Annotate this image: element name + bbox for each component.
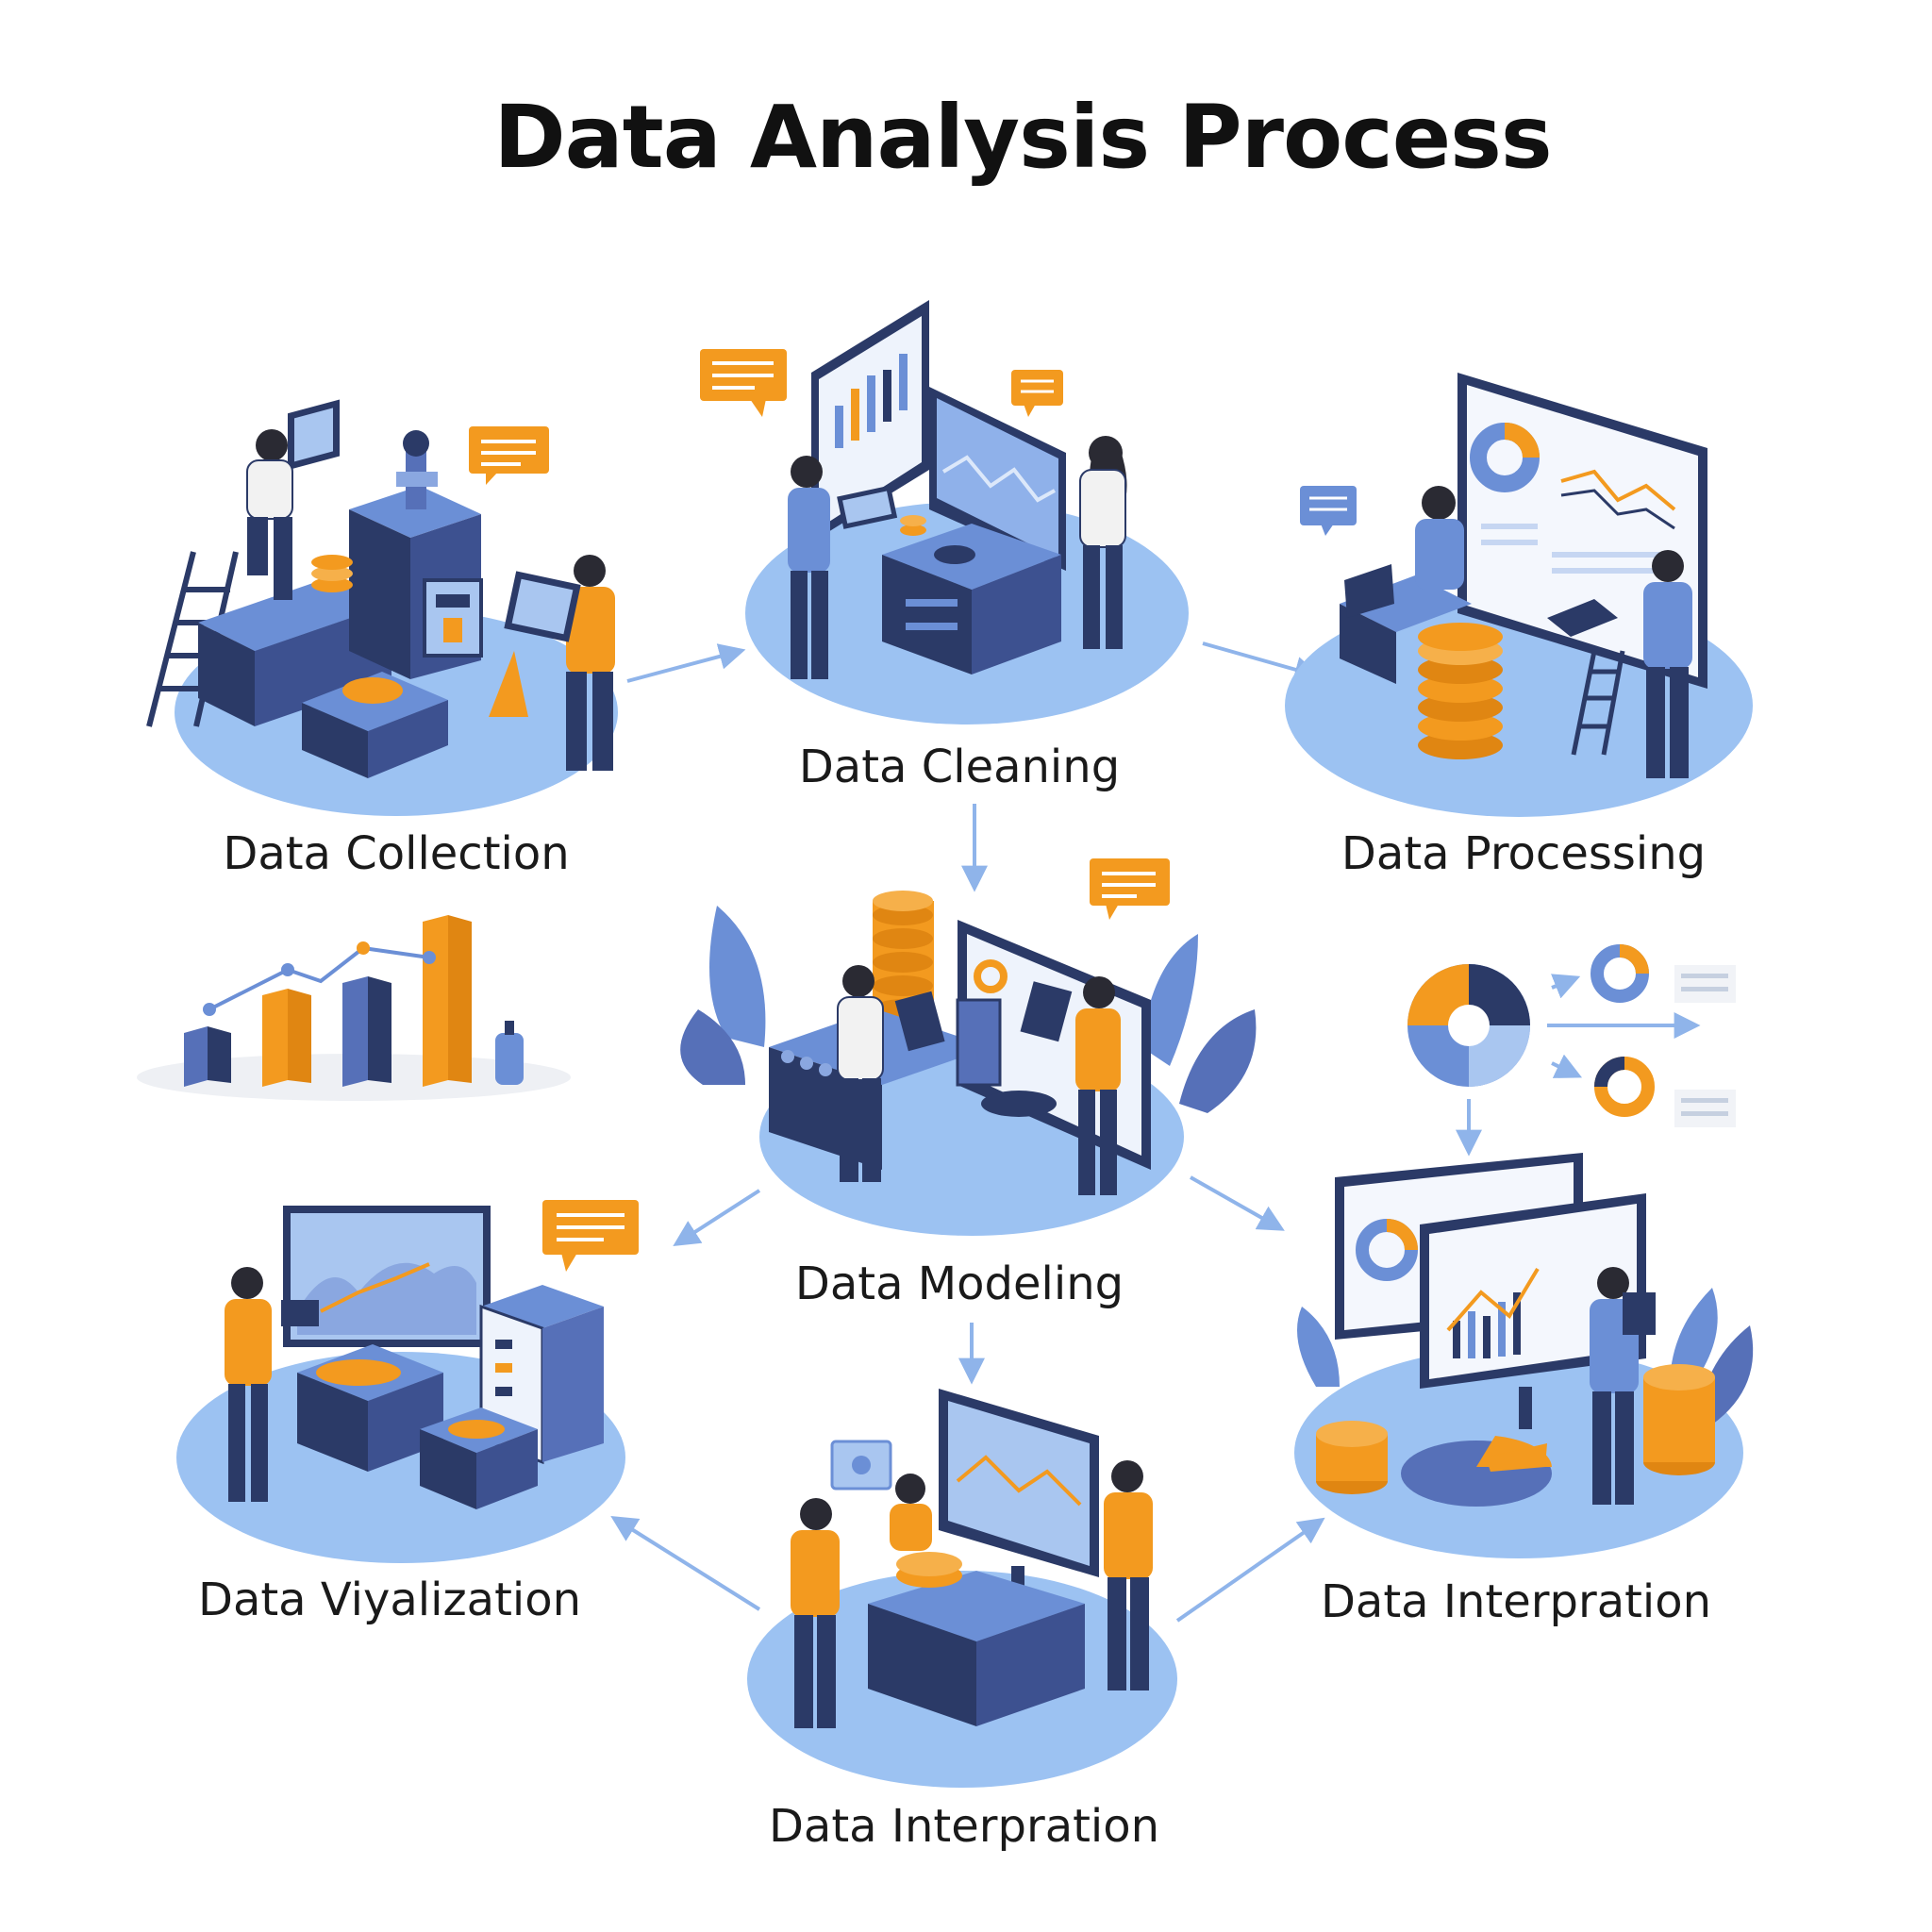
stage-interpretation-right-scene xyxy=(1294,1153,1754,1558)
person-processing-right xyxy=(1643,550,1692,778)
speech-bubble-icon xyxy=(830,1440,892,1491)
arrow-modeling-to-interpretation-right xyxy=(1190,1175,1285,1231)
coin-stack-icon xyxy=(1643,1364,1715,1475)
person-processing-left xyxy=(1415,486,1464,590)
person-cleaning-right xyxy=(1079,436,1127,649)
arrow-bottom-to-visualization xyxy=(610,1516,761,1611)
person-interpretation-side xyxy=(1590,1267,1656,1505)
person-modeling-left xyxy=(837,965,945,1182)
stage-label-interpretation-bottom: Data Interpration xyxy=(768,1800,1160,1853)
person-interpretation-right xyxy=(1104,1460,1153,1690)
person-cleaning-left xyxy=(788,456,898,679)
monitor-icon xyxy=(283,1206,491,1347)
monitor-icon xyxy=(811,300,929,542)
person-interpretation-middle xyxy=(890,1474,932,1551)
stage-visualization-scene xyxy=(176,1200,639,1563)
arrow-donut-downright xyxy=(1551,1054,1583,1078)
person-modeling-right xyxy=(1020,976,1121,1195)
speech-bubble-icon xyxy=(700,349,787,417)
page-title: Data Analysis Process xyxy=(493,87,1552,188)
bar-line-chart-icon xyxy=(137,915,571,1101)
stage-label-collection: Data Collection xyxy=(223,827,570,880)
speech-bubble-icon xyxy=(542,1200,639,1272)
stage-label-visualization: Data Viyalization xyxy=(197,1574,582,1626)
coin-stack-icon xyxy=(1418,623,1503,759)
stage-label-modeling: Data Modeling xyxy=(794,1257,1124,1310)
donut-chart-icon xyxy=(1407,944,1736,1127)
person-collection-tablet xyxy=(504,555,615,771)
arrow-collection-to-cleaning xyxy=(626,643,746,683)
leaf-icon xyxy=(680,906,1257,1113)
monitor-icon xyxy=(939,1389,1099,1613)
arrow-modeling-to-visualization xyxy=(673,1189,761,1247)
coin-stack-icon xyxy=(311,555,353,592)
speech-bubble-icon xyxy=(1090,858,1170,920)
pie-chart-icon xyxy=(1401,1436,1552,1507)
stage-label-interpretation-right: Data Interpration xyxy=(1320,1575,1712,1628)
speech-bubble-icon xyxy=(469,426,549,485)
flow-arrows xyxy=(610,641,1701,1623)
stage-modeling-scene xyxy=(680,858,1257,1236)
person-interpretation-left xyxy=(791,1498,840,1728)
stage-interpretation-bottom-scene xyxy=(747,1389,1177,1788)
stage-cleaning-scene xyxy=(700,300,1189,724)
stage-label-processing: Data Processing xyxy=(1341,827,1707,880)
stage-collection-scene xyxy=(146,399,618,816)
monitor-icon xyxy=(1420,1193,1646,1429)
donut-chart-icon xyxy=(1470,423,1540,492)
stage-processing-scene xyxy=(1285,373,1753,817)
person-collection-ladder xyxy=(246,429,293,600)
speech-bubble-icon xyxy=(1300,486,1357,536)
stage-label-cleaning: Data Cleaning xyxy=(798,741,1121,793)
person-visualization xyxy=(225,1267,319,1502)
coin-stack-icon xyxy=(1316,1421,1388,1494)
ladder-icon xyxy=(1571,650,1625,756)
arrow-donut-upright xyxy=(1551,974,1581,999)
speech-bubble-icon xyxy=(1011,370,1063,417)
arrow-bottom-to-interpretation-right xyxy=(1175,1517,1325,1623)
